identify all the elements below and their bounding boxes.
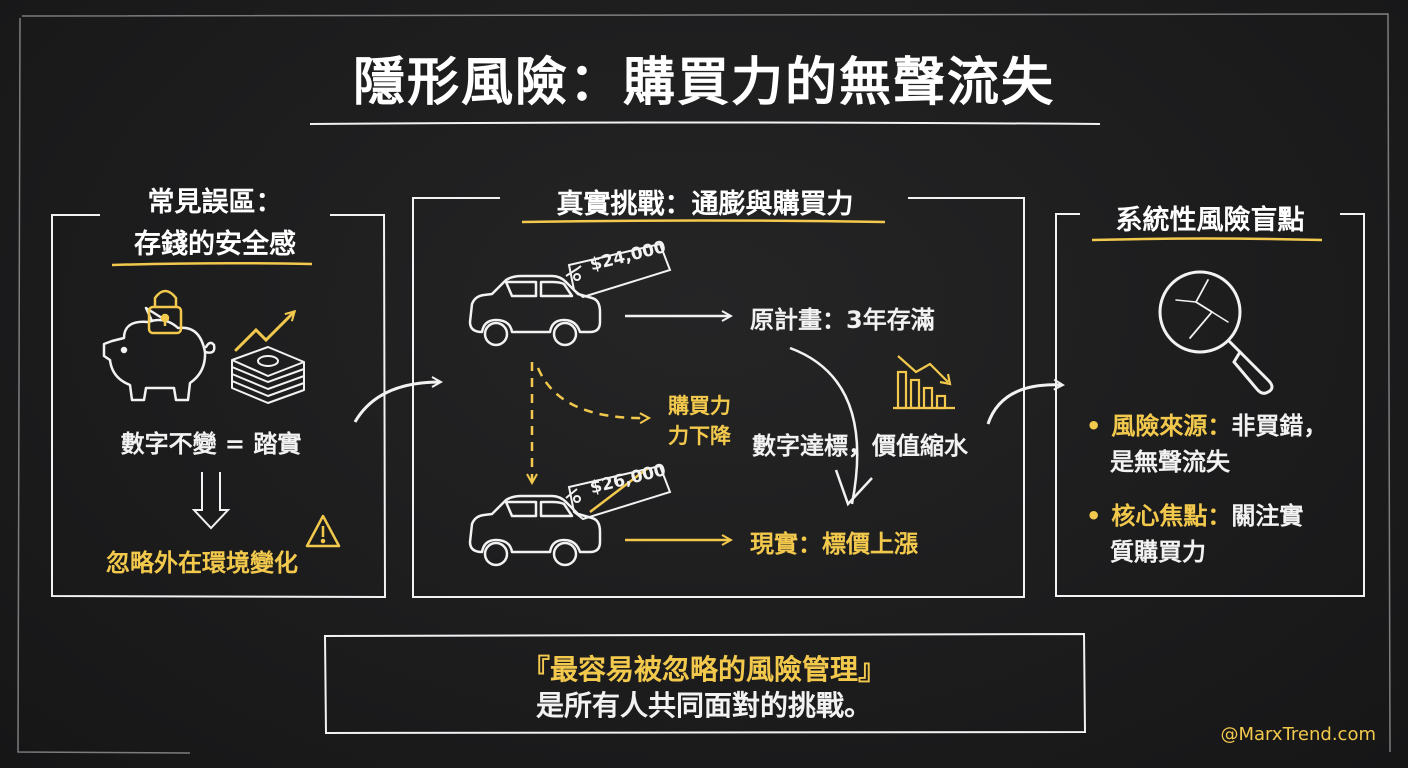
left-panel-warning: 忽略外在環境變化 [106,549,298,577]
growth-arrow-icon [234,312,294,352]
page-title: 隱形風險：購買力的無聲流失 [352,53,1055,113]
bullet-dot-icon: • [1086,412,1102,440]
money-stack-icon [231,346,305,404]
price-strike-mark [589,467,649,513]
reality-label: 現實：標價上漲 [750,530,918,558]
bottom-quote-line1: 『最容易被忽略的風險管理』 [521,653,886,686]
car-icon-top [468,274,602,347]
left-down-arrow [191,472,231,530]
warning-icon [305,514,341,548]
right-header-underline [1091,237,1323,242]
price-tag-top [565,242,672,299]
bullet-dot-icon: • [1086,502,1102,530]
middle-to-right-arrow [986,385,1062,425]
right-panel-header: 系統性風險盲點 [1115,205,1305,236]
left-panel-header-line2: 存錢的安全感 [134,229,296,260]
bullet-core-focus-value-a: 關注實 [1231,502,1304,530]
bullet-core-focus: • 核心焦點：關注實 質購買力 [1086,498,1303,570]
bullet-risk-source-value-a: 非買錯， [1231,412,1328,440]
purchasing-power-line2: 力下降 [668,424,731,448]
cracked-magnifier-icon [1158,270,1274,395]
bullet-core-focus-key: 核心焦點： [1111,502,1232,530]
bottom-quote-line2: 是所有人共同面對的挑戰。 [535,689,872,722]
left-panel-header-line1: 常見誤區： [147,187,283,218]
bullet-risk-source: • 風險來源：非買錯， 是無聲流失 [1086,408,1327,480]
outer-frame [17,13,1391,754]
left-header-underline [111,261,313,267]
value-shrink-label: 數字達標，價值縮水 [752,432,968,460]
bullet-risk-source-key: 風險來源： [1111,412,1232,440]
left-to-middle-arrow [353,382,440,423]
bullet-core-focus-value-b: 質購買力 [1110,538,1206,566]
middle-panel-header: 真實挑戰：通膨與購買力 [556,189,854,220]
dashed-curve-arrow [536,367,648,418]
purchasing-power-line1: 購買力 [668,394,731,418]
bottom-box-frame [323,632,1087,735]
right-panel-frame [1055,213,1365,597]
credit-watermark: @MarxTrend.com [1220,724,1376,745]
left-panel-frame [51,214,387,599]
middle-panel-frame [412,197,1025,598]
bullet-risk-source-value-b: 是無聲流失 [1110,448,1230,476]
declining-chart-icon [893,355,955,410]
car-icon-bottom [468,494,602,567]
price-tag-bottom [565,464,672,521]
left-panel-statement: 數字不變 = 踏實 [120,430,302,458]
title-underline [309,121,1101,125]
plan-to-reality-arrowhead [834,469,873,507]
middle-header-underline [521,219,886,224]
plan-to-reality-arrow [789,346,859,505]
lock-icon [147,289,183,335]
plan-label: 原計畫：3年存滿 [750,306,935,334]
piggy-bank-icon [102,306,216,402]
